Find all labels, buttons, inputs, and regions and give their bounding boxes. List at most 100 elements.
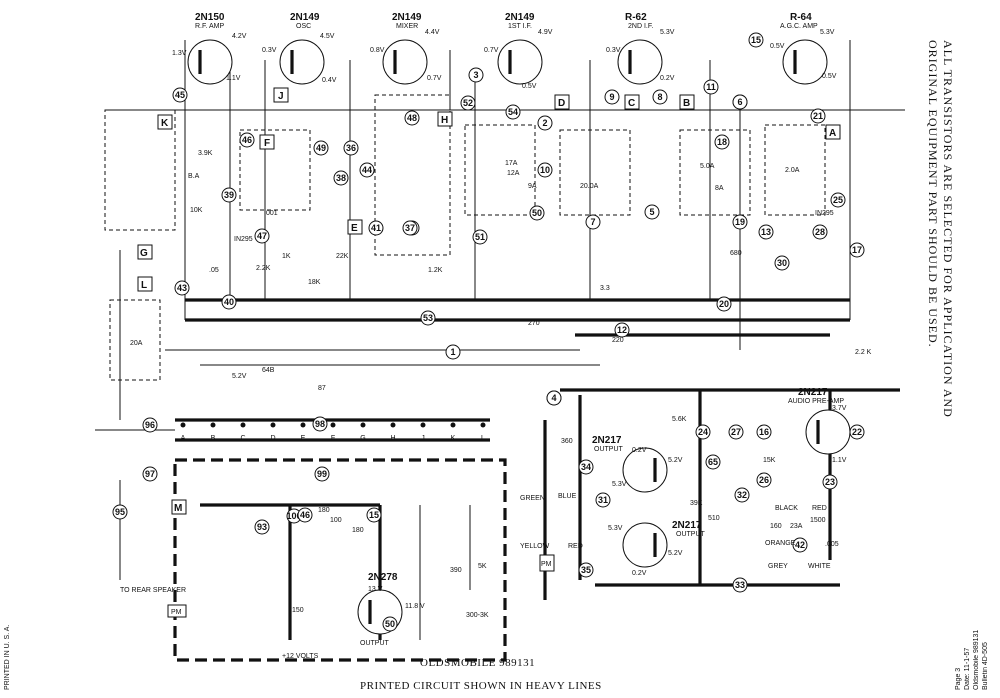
node-number: 39 xyxy=(224,190,234,200)
bulletin-block: Bulletin 4D-505 Oldsmobile 989131 Date: … xyxy=(955,580,989,690)
node-circle xyxy=(578,562,594,578)
t8-type: 2N217 xyxy=(592,435,622,446)
label-64b: 64B xyxy=(262,367,275,374)
transistor-row xyxy=(187,39,851,635)
component-value: IN295 xyxy=(815,210,834,217)
node-circle xyxy=(585,214,601,230)
node-number: 45 xyxy=(175,90,185,100)
node-number: 97 xyxy=(145,469,155,479)
node-number: 7 xyxy=(590,217,595,227)
label-red-left: RED xyxy=(568,543,583,550)
t4-v1: 4.9V xyxy=(538,29,553,36)
component-value: 180 xyxy=(352,527,364,534)
node-circle xyxy=(221,187,237,203)
node-number: 41 xyxy=(371,223,381,233)
node-number: 1 xyxy=(450,347,455,357)
box-a: A xyxy=(829,128,836,139)
component-value: 20A xyxy=(130,340,143,347)
node-number: 50 xyxy=(532,208,542,218)
node-number: 50 xyxy=(385,619,395,629)
transistor-1st-if xyxy=(497,39,543,85)
t2-v2: 0.3V xyxy=(262,47,277,54)
node-number: 10 xyxy=(540,165,550,175)
node-circles: 4546493652542105057398111415212528171319… xyxy=(112,32,865,632)
terminal-letter: C xyxy=(240,435,245,442)
node-circle xyxy=(812,224,828,240)
component-value: .05 xyxy=(209,267,219,274)
node-number: 27 xyxy=(731,427,741,437)
t4-type: 2N149 xyxy=(505,12,535,23)
label-white: WHITE xyxy=(808,563,831,570)
component-value: 510 xyxy=(708,515,720,522)
t8-v3: 5.3V xyxy=(612,481,627,488)
box-b: B xyxy=(683,98,690,109)
label-12-volts: +12 VOLTS xyxy=(282,653,319,660)
bulletin-line-4: Page 3 xyxy=(955,667,962,690)
component-value: 160 xyxy=(770,523,782,530)
t2-role: OSC xyxy=(296,23,311,30)
terminal-letter: G xyxy=(360,435,365,442)
node-number: 16 xyxy=(759,427,769,437)
node-number: 99 xyxy=(317,469,327,479)
t5-type: R-62 xyxy=(625,12,647,23)
node-circle xyxy=(468,67,484,83)
node-circle xyxy=(756,472,772,488)
node-circle xyxy=(705,454,721,470)
node-circle xyxy=(695,424,711,440)
component-value: 15K xyxy=(763,457,776,464)
t9-v2: 0.2V xyxy=(632,570,647,577)
t5-v1: 5.3V xyxy=(660,29,675,36)
printed-in-usa: PRINTED IN U. S. A. xyxy=(4,624,11,690)
node-circle xyxy=(792,537,808,553)
component-value: 5.6K xyxy=(672,416,687,423)
t5-role: 2ND I.F. xyxy=(628,23,653,30)
component-value: IN295 xyxy=(234,236,253,243)
label-yellow: YELLOW xyxy=(520,543,550,550)
transistor-output-1 xyxy=(622,447,668,493)
component-value: 5K xyxy=(478,563,487,570)
component-value: 39K xyxy=(690,500,703,507)
component-value: .001 xyxy=(264,210,278,217)
node-number: 15 xyxy=(369,510,379,520)
component-value: 270 xyxy=(528,320,540,327)
transistor-agc-amp xyxy=(782,39,828,85)
terminal-letter: J xyxy=(421,435,425,442)
transistor-labels: 2N150 R.F. AMP 4.2V 1.3V 1.1V 2N149 OSC … xyxy=(172,12,847,647)
node-circle xyxy=(221,294,237,310)
node-circle xyxy=(732,94,748,110)
node-circle xyxy=(382,616,398,632)
component-value: 10K xyxy=(190,207,203,214)
transistor-osc xyxy=(279,39,325,85)
node-circle xyxy=(359,162,375,178)
t4-role: 1ST I.F. xyxy=(508,23,532,30)
bulletin-line-3: Date: 11-1-57 xyxy=(964,647,971,690)
node-circle xyxy=(822,474,838,490)
node-number: 17 xyxy=(852,245,862,255)
node-number: 8 xyxy=(657,92,662,102)
node-number: 96 xyxy=(145,420,155,430)
label-red-right: RED xyxy=(812,505,827,512)
t6-role: A.G.C. AMP xyxy=(780,23,818,30)
node-circle xyxy=(505,104,521,120)
node-number: 23 xyxy=(825,477,835,487)
label-grey: GREY xyxy=(768,563,788,570)
node-circle xyxy=(614,322,630,338)
node-circle xyxy=(652,89,668,105)
node-number: 100 xyxy=(286,511,301,521)
node-number: 93 xyxy=(257,522,267,532)
component-value: 20.0A xyxy=(580,183,599,190)
node-number: 9 xyxy=(609,92,614,102)
node-number: 52 xyxy=(463,98,473,108)
footer-caption: PRINTED CIRCUIT SHOWN IN HEAVY LINES xyxy=(360,680,602,692)
node-number: 5 xyxy=(649,207,654,217)
node-number: 43 xyxy=(177,283,187,293)
node-number: 36 xyxy=(346,143,356,153)
t3-type: 2N149 xyxy=(392,12,422,23)
node-circle xyxy=(313,140,329,156)
node-circle xyxy=(404,110,420,126)
node-circle xyxy=(402,220,418,236)
node-number: 35 xyxy=(581,565,591,575)
t4-v3: 0.5V xyxy=(522,83,537,90)
node-circle xyxy=(420,310,436,326)
component-value: 220 xyxy=(612,337,624,344)
